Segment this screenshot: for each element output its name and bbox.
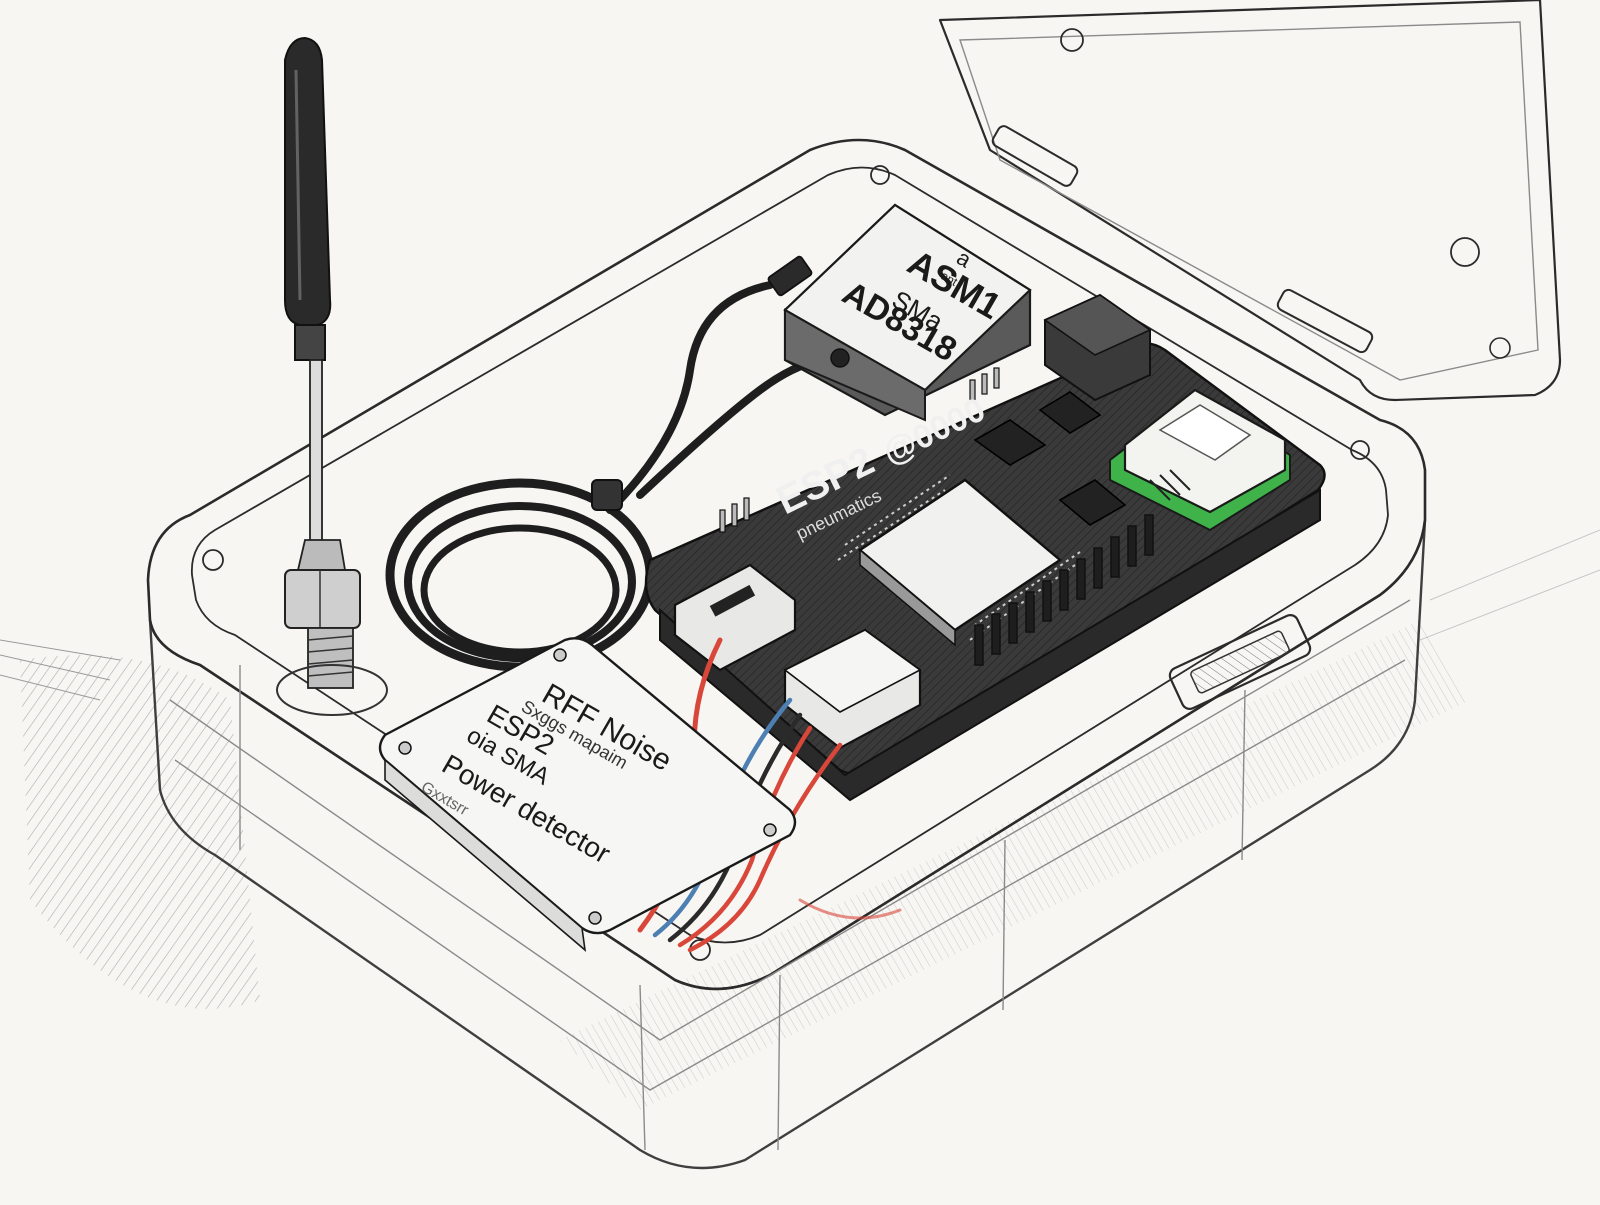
screw-boss — [202, 549, 224, 571]
screw-boss — [1350, 440, 1370, 460]
usb-connector — [673, 563, 797, 672]
lid-screw-hole — [1060, 28, 1084, 52]
sketch-strokes — [0, 639, 121, 701]
enclosure-body — [146, 138, 1427, 1170]
screw-boss — [870, 165, 890, 185]
sma-jack — [767, 255, 813, 297]
antenna — [276, 36, 388, 716]
latch-grip — [1190, 630, 1290, 694]
plate-screw — [588, 911, 602, 925]
sma-nut — [284, 569, 361, 629]
plate-screw — [398, 741, 412, 755]
power-detector-module: ASM1 SMa AD8318 a ant — [767, 203, 1032, 422]
plate-screw — [763, 823, 777, 837]
hinge — [991, 125, 1079, 187]
green-sensor-module — [1109, 388, 1291, 532]
plate-screw — [553, 648, 567, 662]
label-plate: RFF Noise Sxggs mapaim ESP2 oia SMA Powe… — [378, 637, 797, 952]
sketch-strokes — [1419, 529, 1600, 641]
hinge — [1276, 288, 1374, 354]
shadow-hatching-left — [20, 655, 260, 1009]
shadow-hatching-right — [560, 620, 1470, 1110]
antenna-shaft — [309, 359, 323, 551]
lid-screw-hole — [1489, 337, 1511, 359]
open-lid — [938, 0, 1562, 402]
side-latch — [1168, 614, 1312, 710]
lid-screw-hole — [1450, 237, 1480, 267]
